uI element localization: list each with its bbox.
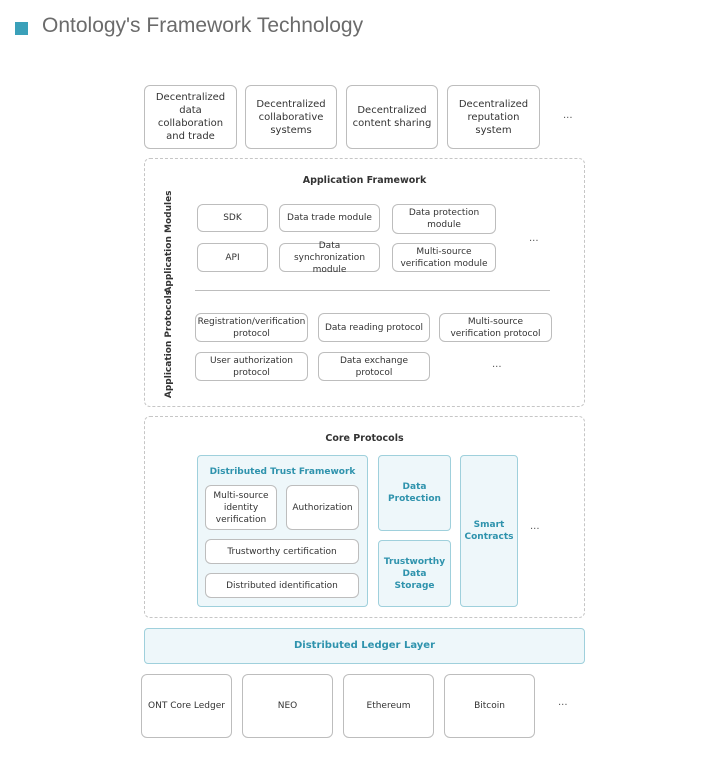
protocol-data-reading: Data reading protocol <box>318 313 430 342</box>
core-protocols-title: Core Protocols <box>325 433 404 444</box>
module-sdk: SDK <box>197 204 268 232</box>
page-title: Ontology's Framework Technology <box>42 14 364 37</box>
dtf-distributed-identification: Distributed identification <box>205 573 359 598</box>
application-protocols-label: Application Protocols <box>164 289 174 399</box>
ledger-ethereum: Ethereum <box>343 674 434 738</box>
modules-protocols-divider <box>195 290 550 291</box>
app-row-ellipsis: ... <box>563 110 573 121</box>
distributed-ledger-layer: Distributed Ledger Layer <box>144 628 585 664</box>
module-api: API <box>197 243 268 272</box>
module-data-protection: Data protection module <box>392 204 496 234</box>
app-box-collaborative-systems: Decentralized collaborative systems <box>245 85 337 149</box>
protocol-multi-source-verification: Multi-source verification protocol <box>439 313 552 342</box>
app-box-data-collaboration: Decentralized data collaboration and tra… <box>144 85 237 149</box>
data-protection-box: Data Protection <box>378 455 451 531</box>
module-multi-source-verification: Multi-source verification module <box>392 243 496 272</box>
protocol-user-authorization: User authorization protocol <box>195 352 308 381</box>
ledger-bitcoin: Bitcoin <box>444 674 535 738</box>
dtf-trustworthy-certification: Trustworthy certification <box>205 539 359 564</box>
smart-contracts-box: Smart Contracts <box>460 455 518 607</box>
application-framework-container: Application Framework <box>144 158 585 407</box>
application-modules-label: Application Modules <box>164 190 174 294</box>
core-protocols-container: Core Protocols <box>144 416 585 618</box>
module-data-synchronization: Data synchronization module <box>279 241 380 275</box>
dtf-authorization: Authorization <box>286 485 359 530</box>
dtf-multi-source-identity-verification: Multi-source identity verification <box>205 485 277 530</box>
title-marker <box>15 22 28 35</box>
distributed-trust-framework-title: Distributed Trust Framework <box>209 467 356 477</box>
app-box-reputation-system: Decentralized reputation system <box>447 85 540 149</box>
protocol-registration-verification: Registration/verification protocol <box>195 313 308 342</box>
trustworthy-data-storage-box: Trustworthy Data Storage <box>378 540 451 607</box>
app-box-content-sharing: Decentralized content sharing <box>346 85 438 149</box>
ledgers-ellipsis: ... <box>558 697 568 708</box>
ledger-ont-core: ONT Core Ledger <box>141 674 232 738</box>
protocols-ellipsis: ... <box>492 359 502 370</box>
ledger-neo: NEO <box>242 674 333 738</box>
protocol-data-exchange: Data exchange protocol <box>318 352 430 381</box>
core-ellipsis: ... <box>530 521 540 532</box>
module-data-trade: Data trade module <box>279 204 380 232</box>
application-framework-title: Application Framework <box>302 175 427 186</box>
modules-ellipsis: ... <box>529 233 539 244</box>
